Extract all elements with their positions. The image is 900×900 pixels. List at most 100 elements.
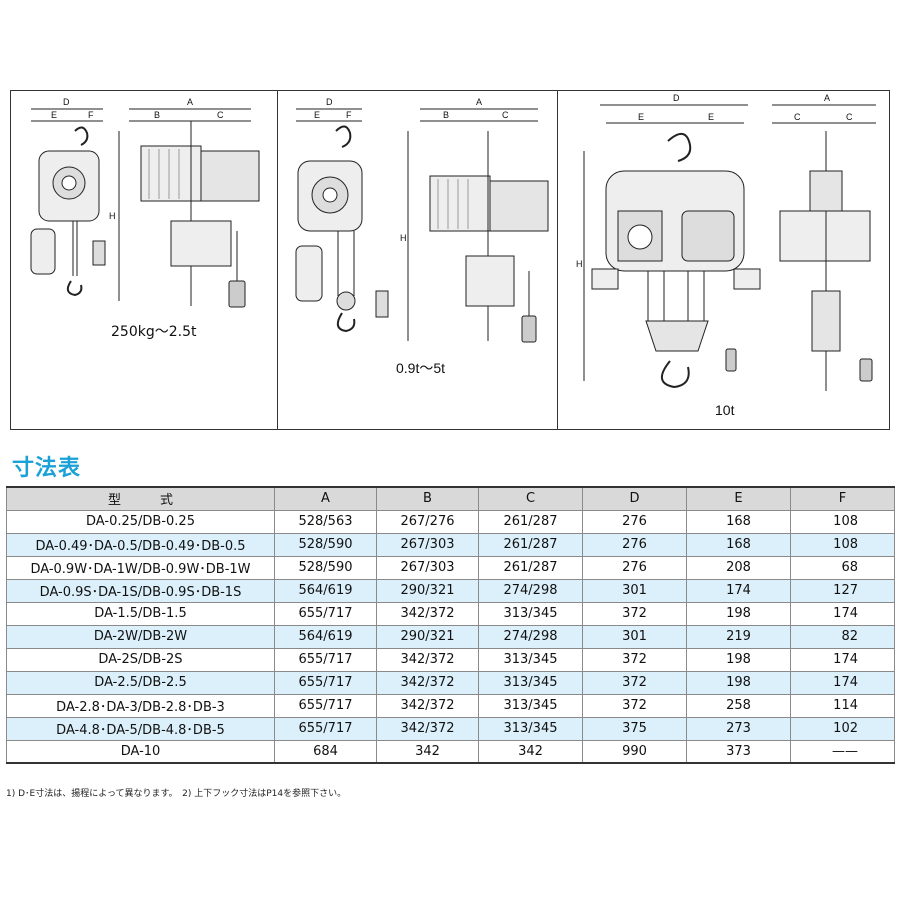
cell-e: 208 [686,555,791,580]
header-d: D [582,486,687,511]
cell-a: 528/590 [274,532,377,557]
cell-f: 174 [790,647,895,672]
header-model: 型 式 [6,486,275,511]
header-c: C [478,486,583,511]
svg-text:H: H [576,259,583,269]
cell-a: 655/717 [274,716,377,741]
cell-f: 127 [790,578,895,603]
cell-e: 373 [686,739,791,764]
cell-e: 219 [686,624,791,649]
svg-text:D: D [326,97,333,107]
cell-e: 168 [686,509,791,534]
cell-a: 564/619 [274,624,377,649]
cell-a: 564/619 [274,578,377,603]
footnote: 1) D･E寸法は、揚程によって異なります。 2) 上下フック寸法はP14を参照… [6,789,347,799]
cell-b: 342/372 [376,693,479,718]
cell-f: 68 [790,555,895,580]
svg-text:F: F [88,110,94,120]
cell-f: 102 [790,716,895,741]
cell-d: 372 [582,647,687,672]
figure-caption: 10t [715,402,735,418]
cell-d: 372 [582,693,687,718]
panel-divider [277,91,278,429]
cell-c: 313/345 [478,647,583,672]
hoist-diagram-medium: D E F A B C H [295,97,549,376]
svg-text:C: C [502,110,509,120]
cell-b: 290/321 [376,578,479,603]
cell-b: 267/303 [376,532,479,557]
svg-text:D: D [673,93,680,103]
cell-model: DA-0.49･DA-0.5/DB-0.49･DB-0.5 [6,532,275,557]
section-title: 寸法表 [12,456,82,481]
cell-e: 258 [686,693,791,718]
cell-c: 313/345 [478,601,583,626]
cell-d: 990 [582,739,687,764]
cell-c: 313/345 [478,670,583,695]
hoist-diagram-small: D E F A B C H [30,97,260,340]
cell-f: 82 [790,624,895,649]
cell-model: DA-0.9S･DA-1S/DB-0.9S･DB-1S [6,578,275,603]
cell-d: 276 [582,555,687,580]
cell-b: 290/321 [376,624,479,649]
svg-text:E: E [708,112,714,122]
cell-b: 342/372 [376,647,479,672]
cell-model: DA-4.8･DA-5/DB-4.8･DB-5 [6,716,275,741]
header-b: B [376,486,479,511]
cell-d: 276 [582,532,687,557]
cell-c: 261/287 [478,532,583,557]
cell-b: 342/372 [376,670,479,695]
header-e: E [686,486,791,511]
cell-d: 301 [582,578,687,603]
cell-d: 372 [582,670,687,695]
svg-text:E: E [638,112,644,122]
cell-c: 313/345 [478,693,583,718]
cell-model: DA-10 [6,739,275,764]
diagram-panel: D E F A B C H [10,90,890,430]
cell-f: —— [790,739,895,764]
cell-a: 655/717 [274,670,377,695]
cell-model: DA-0.9W･DA-1W/DB-0.9W･DB-1W [6,555,275,580]
cell-d: 372 [582,601,687,626]
cell-f: 108 [790,509,895,534]
cell-a: 684 [274,739,377,764]
cell-e: 198 [686,670,791,695]
svg-text:A: A [476,97,482,107]
cell-d: 276 [582,509,687,534]
cell-a: 528/563 [274,509,377,534]
cell-d: 375 [582,716,687,741]
cell-e: 174 [686,578,791,603]
svg-text:C: C [794,112,801,122]
cell-f: 174 [790,670,895,695]
cell-a: 655/717 [274,647,377,672]
cell-b: 267/303 [376,555,479,580]
cell-f: 174 [790,601,895,626]
cell-model: DA-2W/DB-2W [6,624,275,649]
cell-model: DA-2.5/DB-2.5 [6,670,275,695]
dim-letter: D [63,97,70,107]
cell-a: 655/717 [274,693,377,718]
cell-e: 198 [686,647,791,672]
cell-c: 261/287 [478,509,583,534]
cell-e: 168 [686,532,791,557]
cell-b: 342/372 [376,601,479,626]
cell-e: 273 [686,716,791,741]
panel-divider [557,91,558,429]
hoist-diagram-10t: D E E A C C H [576,93,876,418]
svg-text:B: B [154,110,160,120]
table-header-row: 型 式 A B C D E F [6,486,895,511]
cell-a: 655/717 [274,601,377,626]
svg-text:E: E [51,110,57,120]
header-f: F [790,486,895,511]
cell-b: 342/372 [376,716,479,741]
cell-model: DA-1.5/DB-1.5 [6,601,275,626]
